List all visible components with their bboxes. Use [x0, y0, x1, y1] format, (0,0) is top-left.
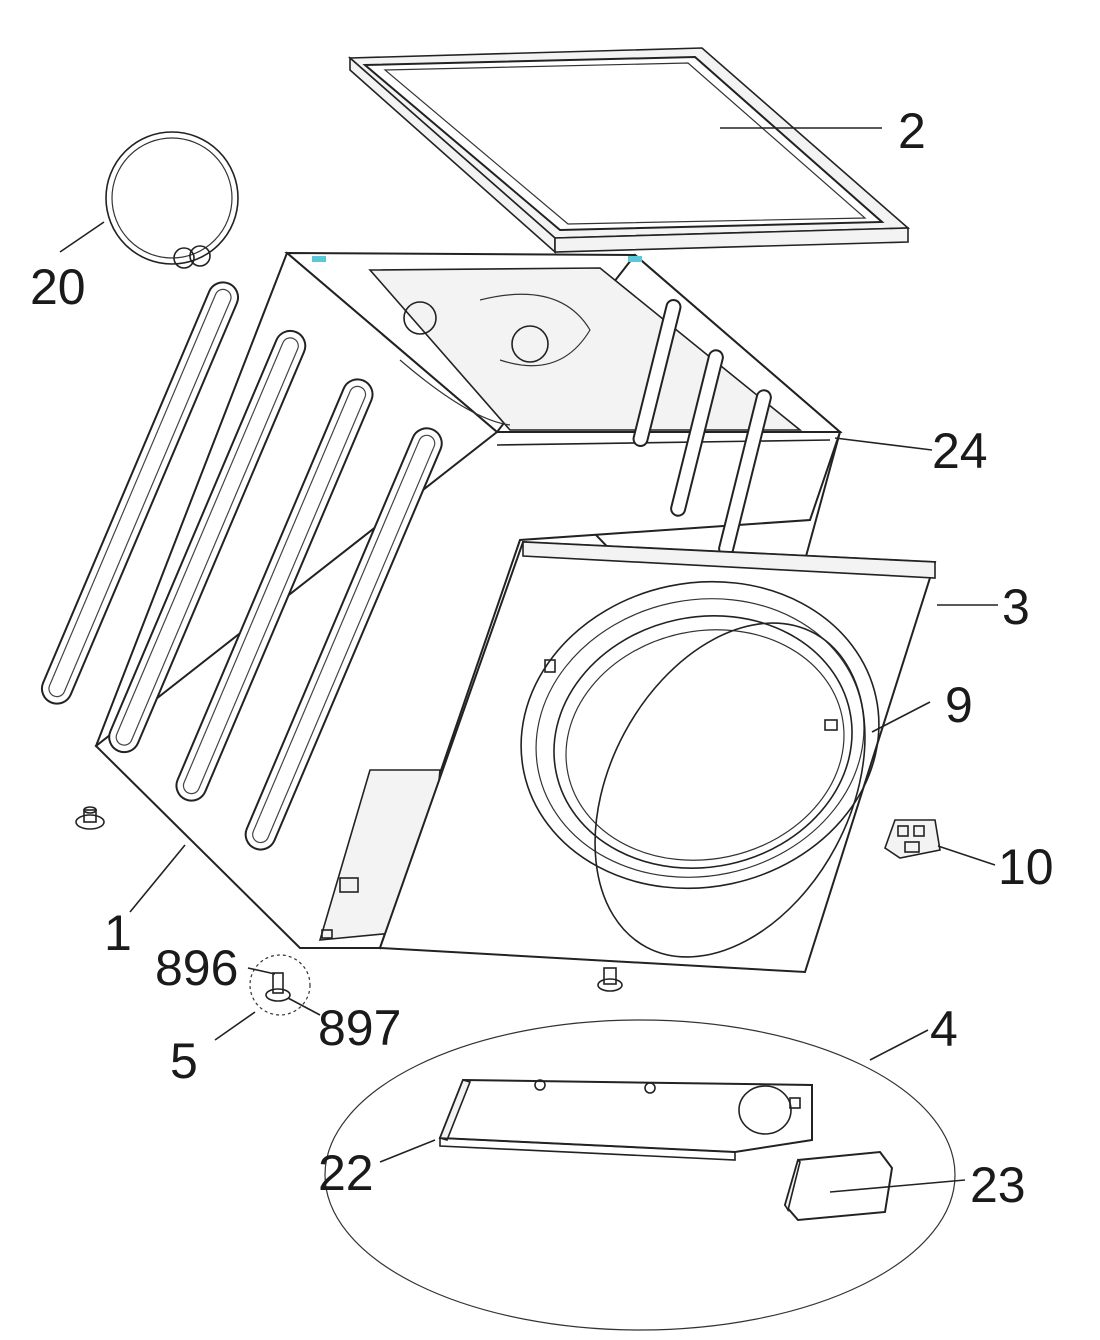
label-3: 3: [1002, 579, 1030, 635]
leader-line-5: [214, 1011, 256, 1041]
hose-ring: [105, 131, 239, 269]
top-lid-panel: [347, 47, 911, 254]
label-22: 22: [318, 1145, 374, 1201]
label-5: 5: [170, 1033, 198, 1089]
label-24: 24: [932, 423, 988, 479]
label-23: 23: [970, 1157, 1026, 1213]
label-10: 10: [998, 839, 1054, 895]
adjustable-foot-left: [75, 806, 105, 830]
dispenser-handle: [783, 1150, 894, 1222]
label-896: 896: [155, 940, 238, 996]
label-1: 1: [104, 905, 132, 961]
leader-line-9: [871, 701, 931, 733]
label-897: 897: [318, 1000, 401, 1056]
leader-line-24: [834, 437, 933, 451]
leader-line-897: [287, 997, 321, 1016]
leader-line-20: [59, 221, 105, 253]
label-2: 2: [898, 103, 926, 159]
cabinet-body: [40, 251, 843, 950]
leader-line-10: [937, 845, 996, 866]
dispenser-group-outline: [324, 1019, 956, 1331]
door-lock: [884, 819, 941, 859]
front-panel: [378, 540, 937, 974]
label-9: 9: [945, 677, 973, 733]
door-seal: [594, 622, 866, 958]
leader-line-4: [869, 1029, 929, 1061]
label-20: 20: [30, 259, 86, 315]
leader-line-1: [129, 844, 186, 913]
foot-detail: [249, 954, 311, 1016]
leader-line-896: [247, 967, 276, 975]
adjustable-foot-bottom: [597, 967, 623, 992]
dispenser-drawer: [438, 1078, 813, 1161]
leader-line-22: [379, 1139, 436, 1163]
label-4: 4: [930, 1001, 958, 1057]
leader-line-23: [829, 1179, 966, 1193]
